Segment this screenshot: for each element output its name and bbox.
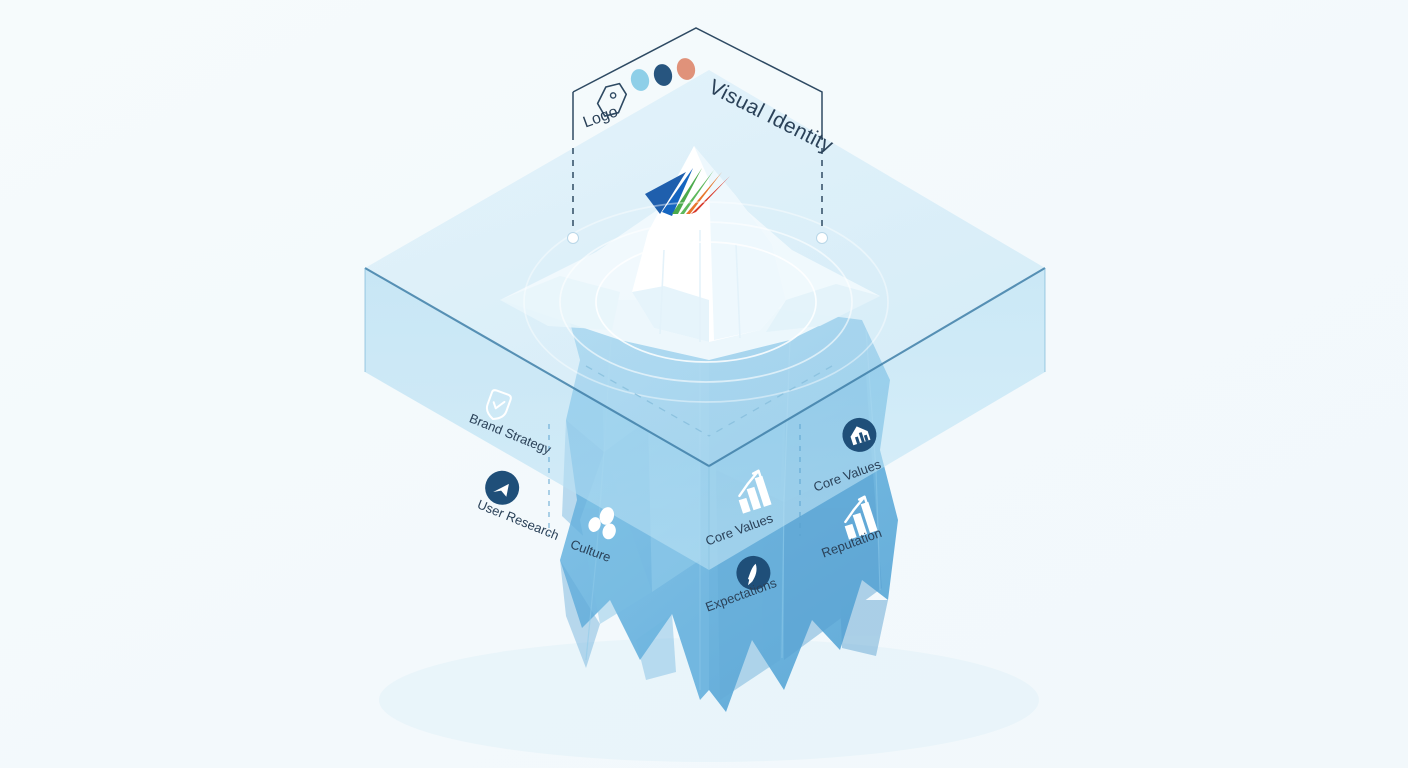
- submerged-separators: [548, 424, 801, 536]
- home-chart-icon: [842, 417, 877, 452]
- iceberg-tip-striations: [659, 230, 741, 342]
- iceberg-tip-facet-right: [694, 146, 786, 340]
- growth-chart-icon: [844, 495, 878, 540]
- callout-outline-right: [572, 27, 823, 140]
- fan-blade-red: [691, 176, 730, 214]
- color-fan-logo: [645, 168, 730, 216]
- growth-chart-icon: [738, 469, 772, 514]
- fan-blade-green-2: [680, 170, 714, 214]
- color-swatch-group: [630, 58, 696, 91]
- surface-depth-guides: [585, 365, 833, 437]
- fan-blade-blue-2: [662, 168, 693, 216]
- compass-icon: [485, 470, 520, 505]
- shield-check-icon: [485, 389, 512, 420]
- fan-blade-blue: [645, 172, 686, 214]
- color-swatch-coral: [676, 58, 696, 80]
- ground-glow: [379, 638, 1039, 762]
- water-edge-front: [364, 267, 1046, 468]
- color-swatch-light-blue: [630, 69, 650, 91]
- water-face-left: [365, 268, 709, 570]
- iceberg-tip-facet-left: [632, 286, 709, 342]
- color-swatch-navy: [653, 64, 673, 86]
- callout-anchor-right: [816, 232, 828, 244]
- callout-bracket: [567, 27, 828, 244]
- fan-blade-orange: [686, 172, 722, 214]
- fan-blade-green: [672, 168, 702, 214]
- water-ripples: [523, 201, 889, 403]
- callout-anchor-left: [567, 232, 579, 244]
- water-face-right: [709, 268, 1045, 570]
- people-icon: [588, 507, 616, 540]
- hexagon-tag-icon: [596, 82, 628, 117]
- rocket-icon: [736, 555, 771, 590]
